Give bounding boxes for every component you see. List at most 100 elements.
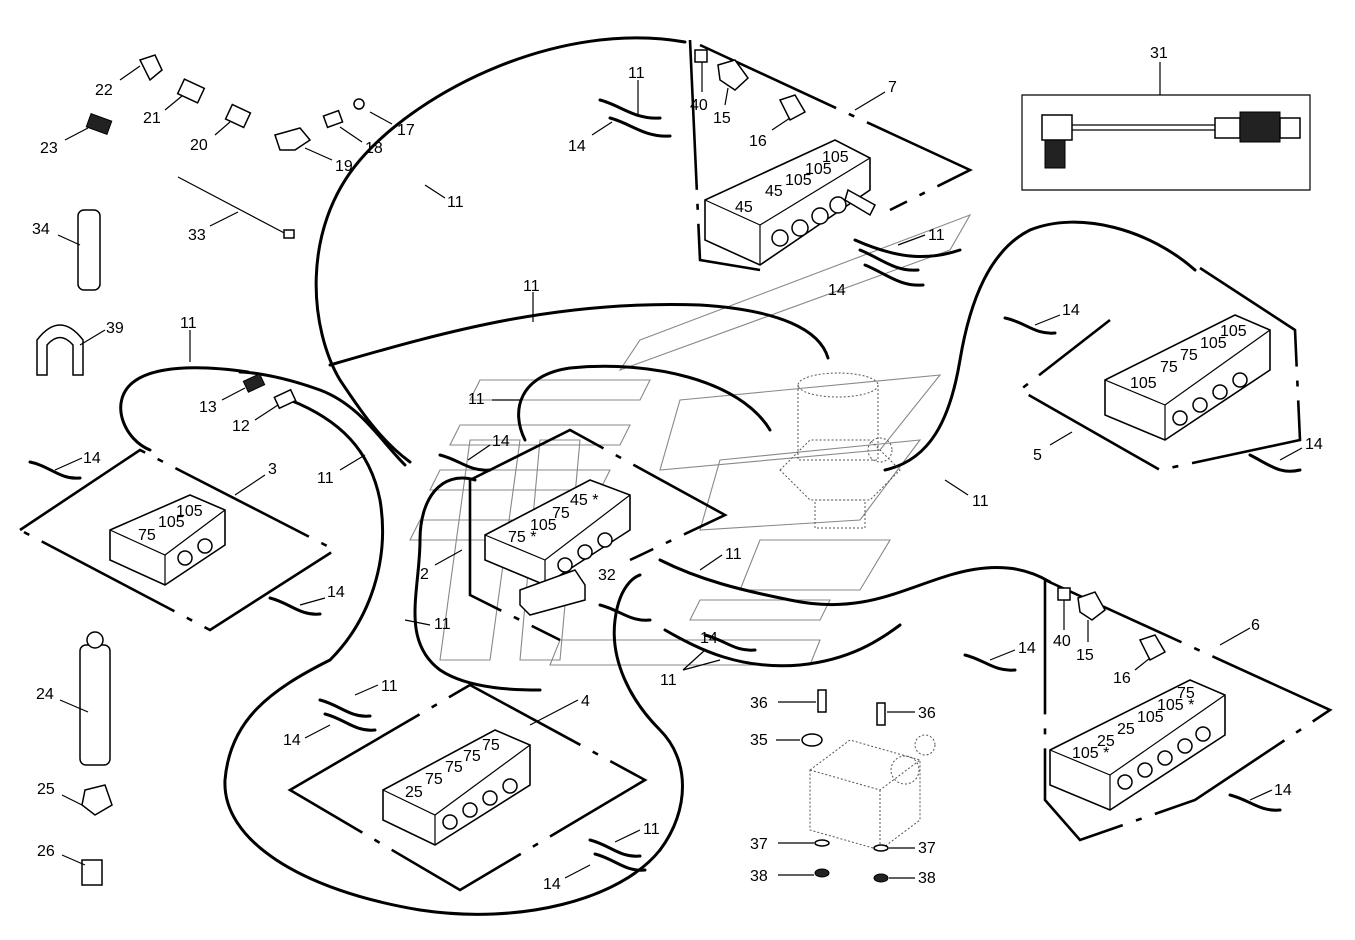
part-labels: 31 22 21 23 20 17 18 19 33 34 39 11 13 1… — [32, 45, 1323, 893]
block2-marking-2: 105 — [530, 517, 557, 534]
distributor-block-3: 75 105 105 — [109, 494, 226, 586]
label-14-i: 14 — [283, 732, 301, 749]
hose-upper-right — [853, 238, 962, 258]
label-23: 23 — [40, 140, 58, 157]
block6-marking-5: 105 * — [1157, 697, 1194, 714]
label-11-k: 11 — [660, 672, 677, 689]
label-11-f: 11 — [523, 278, 540, 295]
label-3: 3 — [268, 461, 277, 478]
hose-bottom-right — [612, 573, 684, 852]
hose-top-loop — [314, 36, 687, 464]
block4-marking-3: 75 — [445, 759, 463, 776]
label-2: 2 — [420, 566, 429, 583]
block5-marking-4: 105 — [1200, 335, 1227, 352]
label-25: 25 — [37, 781, 55, 798]
label-20: 20 — [190, 137, 208, 154]
block7-marking-5: 105 — [822, 149, 849, 166]
label-17: 17 — [397, 122, 415, 139]
label-14-b: 14 — [327, 584, 345, 601]
block7-marking-2: 45 — [765, 183, 783, 200]
label-40-a: 40 — [690, 97, 708, 114]
label-14-e: 14 — [1062, 302, 1080, 319]
block2-marking-1: 75 * — [508, 529, 536, 546]
hose-lines — [119, 36, 1197, 916]
block7-marking-3: 105 — [785, 172, 812, 189]
block4-marking-5: 75 — [482, 737, 500, 754]
label-14-j: 14 — [543, 876, 561, 893]
block5-marking-1: 105 — [1130, 375, 1157, 392]
hose-to-block6-low — [663, 623, 902, 668]
hose-center-arc — [328, 303, 830, 367]
hose-left-loop — [238, 370, 407, 467]
label-39: 39 — [106, 320, 124, 337]
label-33: 33 — [188, 227, 206, 244]
label-14-c: 14 — [568, 138, 586, 155]
block5-marking-5: 105 — [1220, 323, 1247, 340]
label-36-b: 36 — [918, 705, 936, 722]
block2-marking-3: 75 — [552, 505, 570, 522]
block3-marking-1: 75 — [138, 527, 156, 544]
label-38-a: 38 — [750, 868, 768, 885]
label-7: 7 — [888, 79, 897, 96]
label-34: 34 — [32, 221, 50, 238]
block3-marking-3: 105 — [176, 503, 203, 520]
distributor-block-7: 45 45 105 105 105 — [704, 139, 876, 266]
label-19: 19 — [335, 158, 353, 175]
label-11-e: 11 — [928, 227, 945, 244]
block6-marking-4: 105 — [1137, 709, 1164, 726]
label-37-b: 37 — [918, 840, 936, 857]
block5-marking-3: 75 — [1180, 347, 1198, 364]
distributor-block-4: 25 75 75 75 75 — [382, 729, 531, 846]
label-36-a: 36 — [750, 695, 768, 712]
label-6: 6 — [1251, 617, 1260, 634]
block6-marking-6: 75 — [1177, 685, 1195, 702]
label-13: 13 — [199, 399, 217, 416]
label-11-g: 11 — [972, 493, 989, 510]
label-4: 4 — [581, 693, 590, 710]
grease-pump — [779, 372, 901, 529]
label-11-h: 11 — [468, 391, 485, 408]
label-11-m: 11 — [643, 821, 660, 838]
label-35: 35 — [750, 732, 768, 749]
label-38-b: 38 — [918, 870, 936, 887]
block2-marking-4: 45 * — [570, 492, 598, 509]
label-16-a: 16 — [749, 133, 767, 150]
block4-marking-1: 25 — [405, 784, 423, 801]
pump-element-block — [801, 689, 936, 883]
label-14-a: 14 — [83, 450, 101, 467]
hose-break-symbols — [28, 98, 1302, 872]
label-14-h: 14 — [700, 630, 718, 647]
label-11-l: 11 — [381, 678, 398, 695]
label-15-a: 15 — [713, 110, 731, 127]
label-11-c: 11 — [628, 65, 645, 82]
hose-to-block6 — [658, 558, 1052, 607]
label-14-f: 14 — [1305, 436, 1323, 453]
label-14-l: 14 — [1274, 782, 1292, 799]
block5-marking-2: 75 — [1160, 359, 1178, 376]
hose-left-down — [223, 398, 662, 916]
label-15-b: 15 — [1076, 647, 1094, 664]
hose-inner-loop — [517, 364, 772, 442]
hose-right-loop — [883, 220, 1197, 472]
label-24: 24 — [36, 686, 54, 703]
block7-marking-1: 45 — [735, 199, 753, 216]
distributor-block-6: 105 * 25 25 105 105 * 75 — [1049, 679, 1226, 811]
label-12: 12 — [232, 418, 250, 435]
label-16-b: 16 — [1113, 670, 1131, 687]
label-11-i: 11 — [434, 616, 451, 633]
label-37-a: 37 — [750, 836, 768, 853]
label-11-d: 11 — [447, 194, 464, 211]
label-11-b: 11 — [317, 470, 334, 487]
label-11-a: 11 — [180, 315, 197, 332]
label-5: 5 — [1033, 447, 1042, 464]
block6-marking-1: 105 * — [1072, 745, 1109, 762]
label-14-g: 14 — [492, 433, 510, 450]
grease-cartridge — [79, 373, 297, 886]
label-31: 31 — [1150, 45, 1168, 62]
block7-marking-4: 105 — [805, 161, 832, 178]
label-32: 32 — [598, 567, 616, 584]
label-11-j: 11 — [725, 546, 742, 563]
label-14-d: 14 — [828, 282, 846, 299]
distributor-block-2: 75 * 105 75 45 * — [484, 479, 631, 616]
block4-marking-2: 75 — [425, 771, 443, 788]
